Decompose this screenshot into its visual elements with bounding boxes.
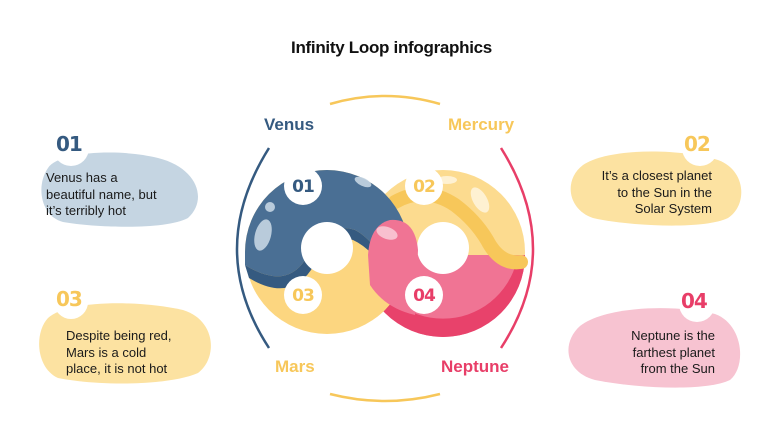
loop-number-01: 01 bbox=[292, 177, 314, 197]
left-arc bbox=[235, 147, 271, 349]
bubble-shape bbox=[570, 130, 742, 226]
info-card-01: 01 Venus has a beautiful name, but it’s … bbox=[38, 130, 203, 230]
card-description: Venus has a beautiful name, but it’s ter… bbox=[46, 170, 157, 218]
loop-number-02: 02 bbox=[413, 177, 435, 197]
planet-label-mercury: Mercury bbox=[448, 115, 515, 134]
bubble-shape bbox=[39, 288, 211, 384]
right-arc bbox=[499, 147, 535, 349]
card-description: Despite being red, Mars is a cold place,… bbox=[66, 328, 172, 376]
info-card-04: 04 Neptune is the farthest planet from t… bbox=[565, 288, 745, 393]
bottom-arc bbox=[329, 392, 441, 403]
planet-label-neptune: Neptune bbox=[441, 357, 509, 376]
top-arc bbox=[329, 94, 441, 106]
page-title: Infinity Loop infographics bbox=[291, 38, 492, 57]
bubble-shape bbox=[41, 130, 198, 227]
info-card-02: 02 It’s a closest planet to the Sun in t… bbox=[568, 130, 748, 230]
step-number: 01 bbox=[56, 132, 83, 156]
card-description: It’s a closest planet to the Sun in the … bbox=[601, 168, 712, 216]
loop-number-03: 03 bbox=[292, 286, 314, 306]
infinity-loop-graphic: 01 02 03 04 bbox=[235, 94, 535, 403]
planet-label-mars: Mars bbox=[275, 357, 315, 376]
planet-label-venus: Venus bbox=[264, 115, 315, 134]
step-number: 02 bbox=[684, 132, 711, 156]
step-number: 03 bbox=[56, 287, 83, 311]
step-number: 04 bbox=[681, 289, 708, 313]
bubble-shape bbox=[568, 288, 741, 388]
infinity-loop-diagram: 01 02 03 04 bbox=[225, 90, 545, 410]
card-description: Neptune is the farthest planet from the … bbox=[631, 328, 715, 376]
info-card-03: 03 Despite being red, Mars is a cold pla… bbox=[38, 287, 218, 388]
loop-number-04: 04 bbox=[413, 286, 436, 306]
